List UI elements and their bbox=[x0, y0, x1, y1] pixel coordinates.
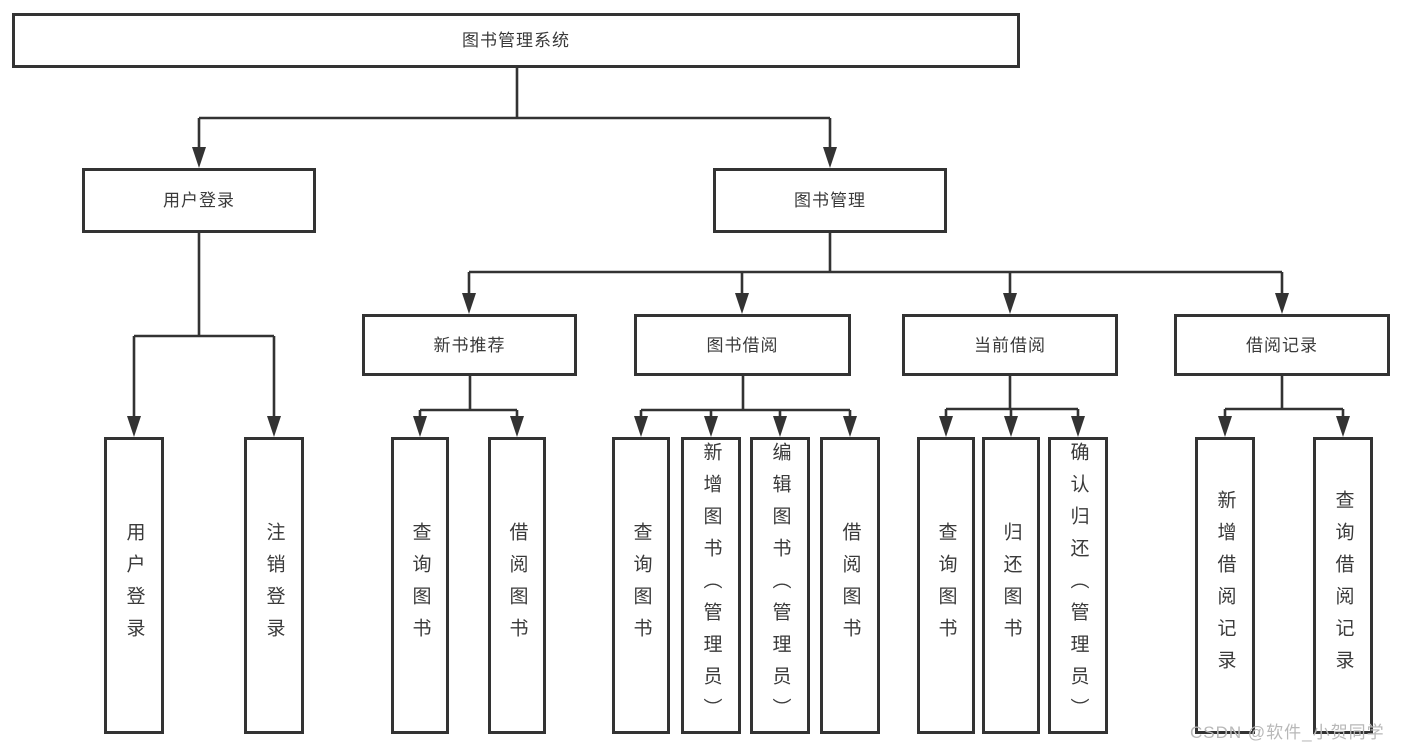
leaf-edit-book-admin: 编辑图书（管理员） bbox=[750, 437, 810, 734]
leaf-add-borrow-record: 新增借阅记录 bbox=[1195, 437, 1255, 734]
node-book-borrowing-label: 图书借阅 bbox=[706, 335, 779, 355]
node-current-borrowing: 当前借阅 bbox=[902, 314, 1118, 376]
node-new-book-recommendation-label: 新书推荐 bbox=[433, 335, 506, 355]
node-user-login-label: 用户登录 bbox=[163, 191, 235, 210]
leaf-user-login-label: 用户登录 bbox=[123, 521, 145, 650]
leaf-confirm-return-admin: 确认归还（管理员） bbox=[1048, 437, 1108, 734]
node-user-login: 用户登录 bbox=[82, 168, 316, 233]
arrowheads bbox=[127, 147, 1350, 437]
leaf-borrow-book-recommend: 借阅图书 bbox=[488, 437, 546, 734]
leaf-logout: 注销登录 bbox=[244, 437, 304, 734]
leaf-return-book-label: 归还图书 bbox=[1000, 521, 1022, 650]
node-root: 图书管理系统 bbox=[12, 13, 1020, 68]
leaf-query-book-borrowing: 查询图书 bbox=[612, 437, 670, 734]
leaf-query-borrow-record-label: 查询借阅记录 bbox=[1332, 489, 1354, 682]
leaf-borrow-book: 借阅图书 bbox=[820, 437, 880, 734]
leaf-add-book-admin: 新增图书（管理员） bbox=[681, 437, 741, 734]
leaf-query-book-current: 查询图书 bbox=[917, 437, 975, 734]
leaf-query-borrow-record: 查询借阅记录 bbox=[1313, 437, 1373, 734]
node-new-book-recommendation: 新书推荐 bbox=[362, 314, 577, 376]
leaf-return-book: 归还图书 bbox=[982, 437, 1040, 734]
leaf-add-book-admin-label: 新增图书（管理员） bbox=[700, 441, 722, 730]
node-book-management: 图书管理 bbox=[713, 168, 947, 233]
leaf-query-book-recommend: 查询图书 bbox=[391, 437, 449, 734]
node-book-management-label: 图书管理 bbox=[794, 191, 866, 210]
leaf-borrow-book-label: 借阅图书 bbox=[839, 521, 861, 650]
leaf-query-book-recommend-label: 查询图书 bbox=[409, 521, 431, 650]
node-borrowing-records: 借阅记录 bbox=[1174, 314, 1390, 376]
csdn-watermark: CSDN @软件_小贺同学 bbox=[1190, 723, 1385, 742]
tree-edges bbox=[132, 67, 1345, 418]
leaf-add-borrow-record-label: 新增借阅记录 bbox=[1214, 489, 1236, 682]
node-root-label: 图书管理系统 bbox=[462, 31, 570, 50]
leaf-query-book-borrowing-label: 查询图书 bbox=[630, 521, 652, 650]
leaf-borrow-book-recommend-label: 借阅图书 bbox=[506, 521, 528, 650]
leaf-edit-book-admin-label: 编辑图书（管理员） bbox=[769, 441, 791, 730]
leaf-query-book-current-label: 查询图书 bbox=[935, 521, 957, 650]
node-book-borrowing: 图书借阅 bbox=[634, 314, 851, 376]
leaf-confirm-return-admin-label: 确认归还（管理员） bbox=[1067, 441, 1089, 730]
leaf-user-login: 用户登录 bbox=[104, 437, 164, 734]
leaf-logout-label: 注销登录 bbox=[263, 521, 285, 650]
node-borrowing-records-label: 借阅记录 bbox=[1246, 335, 1318, 355]
node-current-borrowing-label: 当前借阅 bbox=[974, 335, 1046, 355]
